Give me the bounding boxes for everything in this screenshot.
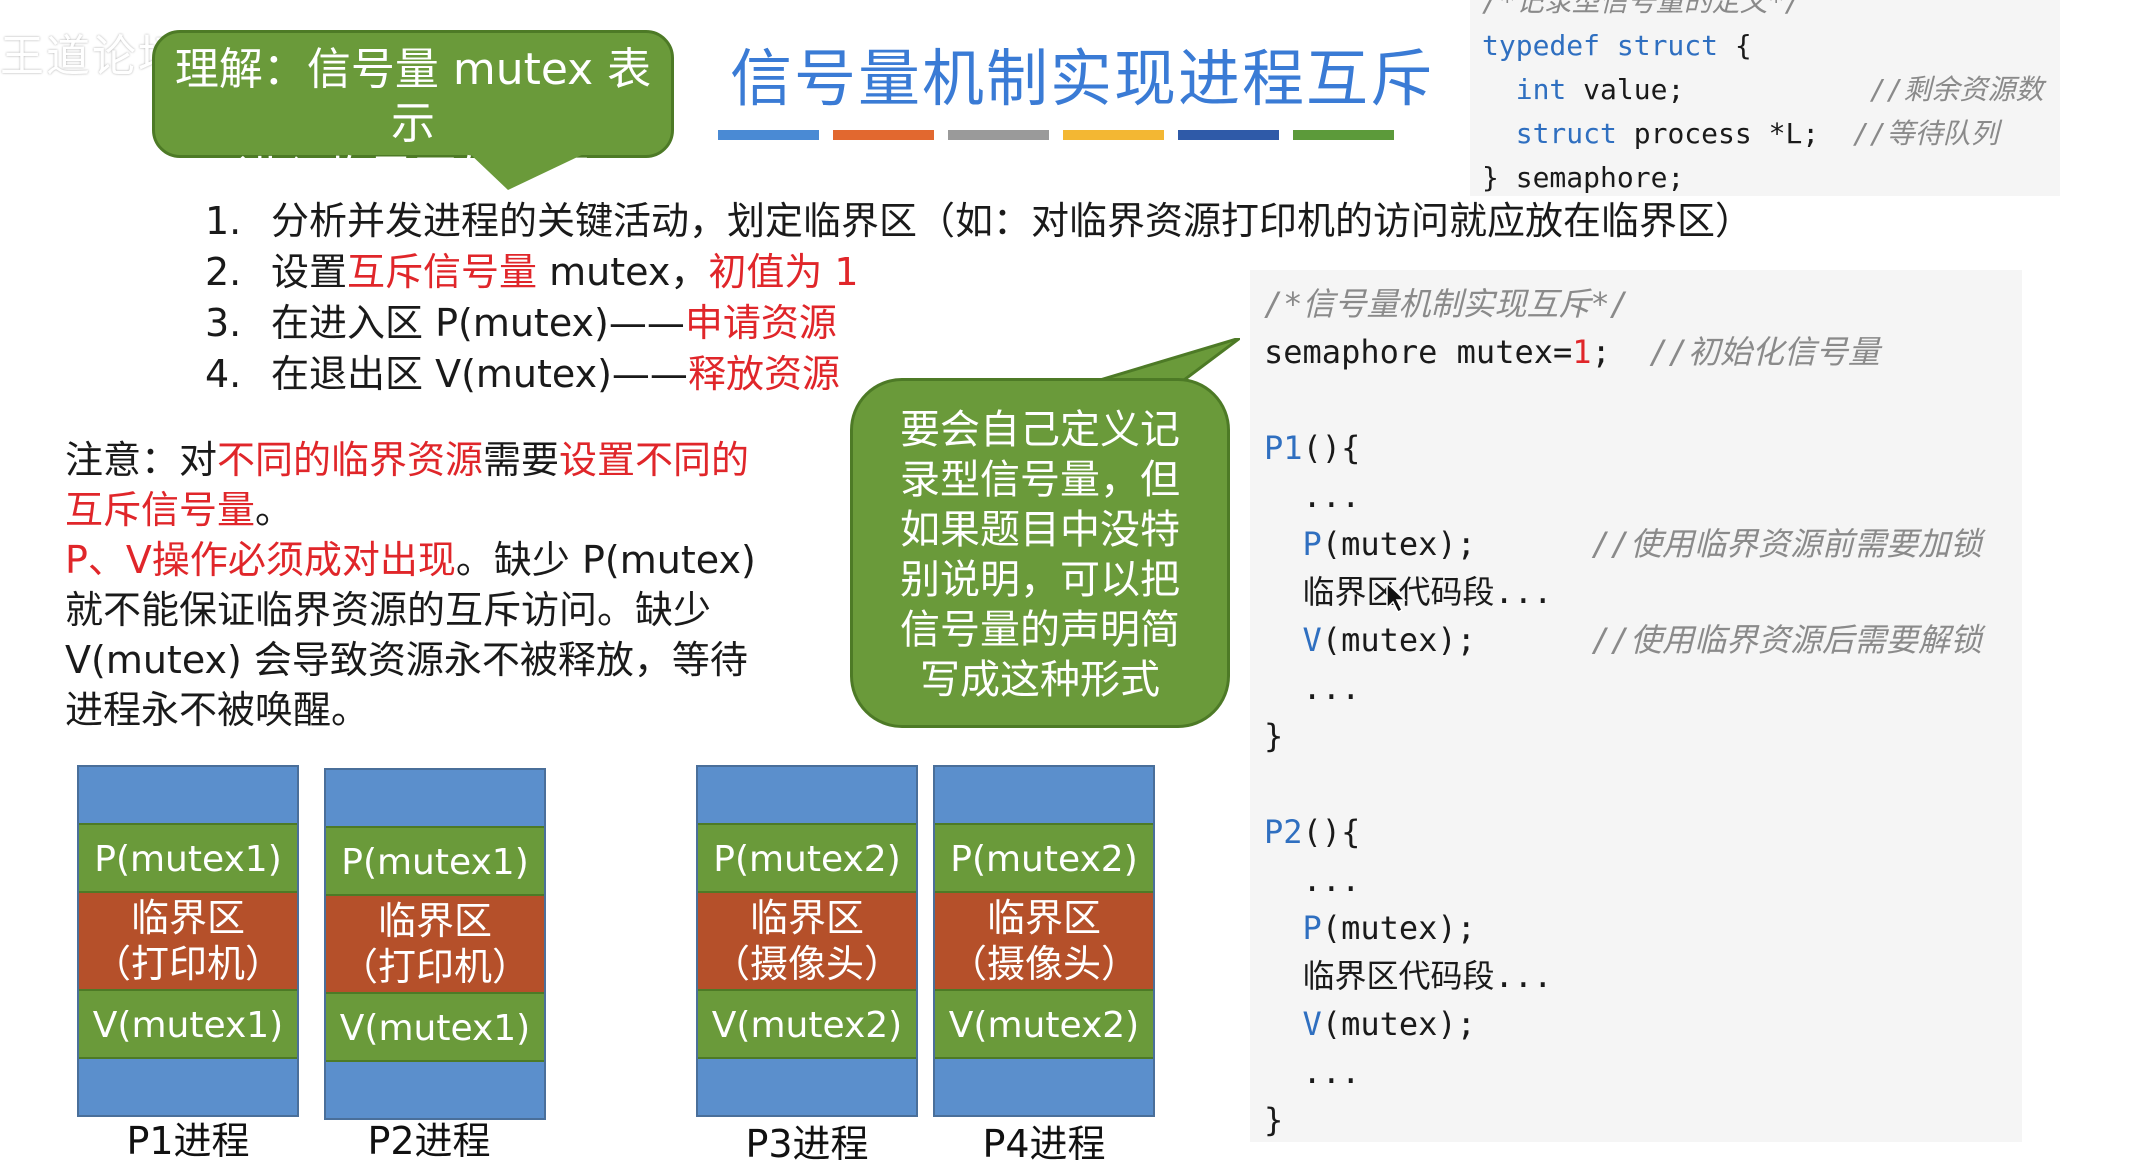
title-color-bar (718, 130, 1394, 140)
bubble-top-tail (468, 152, 588, 190)
process-label-p2: P2进程 (367, 1119, 491, 1163)
p-op-segment: P(mutex2) (698, 823, 916, 893)
code-p1-head: P1(){ (1264, 429, 1361, 467)
code-p2-crit: 临界区代码段... (1302, 957, 1553, 995)
step-1: 1.分析并发进程的关键活动，划定临界区（如：对临界资源打印机的访问就应放在临界区… (205, 199, 1754, 243)
notes-paragraph: 注意：对不同的临界资源需要设置不同的互斥信号量。P、V操作必须成对出现。缺少 P… (65, 438, 756, 732)
code-p2-dots1: ... (1302, 861, 1361, 899)
entry-area (326, 770, 544, 826)
code-p2-close: } (1264, 1101, 1284, 1139)
exit-area (326, 1062, 544, 1118)
title-bar-seg-3 (1063, 130, 1164, 140)
p-op-segment: P(mutex2) (935, 823, 1153, 893)
title-bar-seg-4 (1178, 130, 1279, 140)
process-label-p4: P4进程 (982, 1122, 1106, 1166)
code-top-line4: } semaphore; (1482, 161, 1685, 194)
process-column-p4: P(mutex2) 临界区（摄像头） V(mutex2) (933, 765, 1155, 1117)
v-op-segment: V(mutex1) (79, 989, 297, 1059)
semaphore-struct-code: /*记录型信号量的定义*/ typedef struct { int value;… (1470, 0, 2060, 196)
process-column-p2: P(mutex1) 临界区（打印机） V(mutex1) (324, 768, 546, 1120)
code-p1-close: } (1264, 717, 1284, 755)
code-p2-pcall: P(mutex); (1302, 909, 1476, 947)
callout-bubble-top: 理解：信号量 mutex 表示 “进入临界区的名额” (152, 30, 674, 203)
bubble-top-line1: 理解：信号量 mutex 表示 (174, 44, 652, 149)
step-2: 2.设置互斥信号量 mutex，初值为 1 (205, 250, 859, 294)
title-bar-seg-2 (948, 130, 1049, 140)
critical-section-segment: 临界区（摄像头） (935, 893, 1153, 989)
critical-section-segment: 临界区（打印机） (79, 893, 297, 989)
steps-list: 1.分析并发进程的关键活动，划定临界区（如：对临界资源打印机的访问就应放在临界区… (205, 196, 1753, 400)
entry-area (79, 767, 297, 823)
title-bar-seg-1 (833, 130, 934, 140)
code-top-line2: int value; //剩余资源数 (1515, 73, 2044, 106)
title-bar-seg-0 (718, 130, 819, 140)
code-p1-vcall: V(mutex); //使用临界资源后需要解锁 (1302, 621, 1983, 659)
process-column-p3: P(mutex2) 临界区（摄像头） V(mutex2) (696, 765, 918, 1117)
process-column-p1: P(mutex1) 临界区（打印机） V(mutex1) (77, 765, 299, 1117)
mutex-code-panel: /*信号量机制实现互斥*/ semaphore mutex=1; //初始化信号量… (1250, 270, 2022, 1142)
code-top-comment: /*记录型信号量的定义*/ (1482, 0, 1802, 18)
critical-section-segment: 临界区（摄像头） (698, 893, 916, 989)
entry-area (935, 767, 1153, 823)
process-label-p1: P1进程 (126, 1119, 250, 1163)
code-top-line1: typedef struct { (1482, 29, 1752, 62)
code-p1-dots1: ... (1302, 477, 1361, 515)
code-decl-line: semaphore mutex=1; //初始化信号量 (1264, 333, 1880, 371)
p-op-segment: P(mutex1) (326, 826, 544, 896)
code-main-comment: /*信号量机制实现互斥*/ (1264, 285, 1630, 323)
exit-area (79, 1059, 297, 1115)
code-p2-dots2: ... (1302, 1053, 1361, 1091)
step-3: 3.在进入区 P(mutex)——申请资源 (205, 301, 837, 345)
callout-bubble-middle: 要会自己定义记录型信号量，但如果题目中没特别说明，可以把信号量的声明简写成这种形… (850, 378, 1230, 728)
p-op-segment: P(mutex1) (79, 823, 297, 893)
page-title: 信号量机制实现进程互斥 (730, 42, 1435, 115)
v-op-segment: V(mutex2) (935, 989, 1153, 1059)
process-label-p3: P3进程 (745, 1122, 869, 1166)
v-op-segment: V(mutex2) (698, 989, 916, 1059)
code-top-line3: struct process *L; //等待队列 (1515, 117, 1999, 150)
entry-area (698, 767, 916, 823)
code-p2-vcall: V(mutex); (1302, 1005, 1476, 1043)
critical-section-segment: 临界区（打印机） (326, 896, 544, 992)
step-4: 4.在退出区 V(mutex)——释放资源 (205, 352, 840, 396)
exit-area (698, 1059, 916, 1115)
code-p1-dots2: ... (1302, 669, 1361, 707)
code-p1-crit: 临界区代码段... (1302, 573, 1553, 611)
exit-area (935, 1059, 1153, 1115)
code-p1-pcall: P(mutex); //使用临界资源前需要加锁 (1302, 525, 1983, 563)
title-bar-seg-5 (1293, 130, 1394, 140)
v-op-segment: V(mutex1) (326, 992, 544, 1062)
code-p2-head: P2(){ (1264, 813, 1361, 851)
mouse-cursor-icon (1386, 582, 1407, 614)
